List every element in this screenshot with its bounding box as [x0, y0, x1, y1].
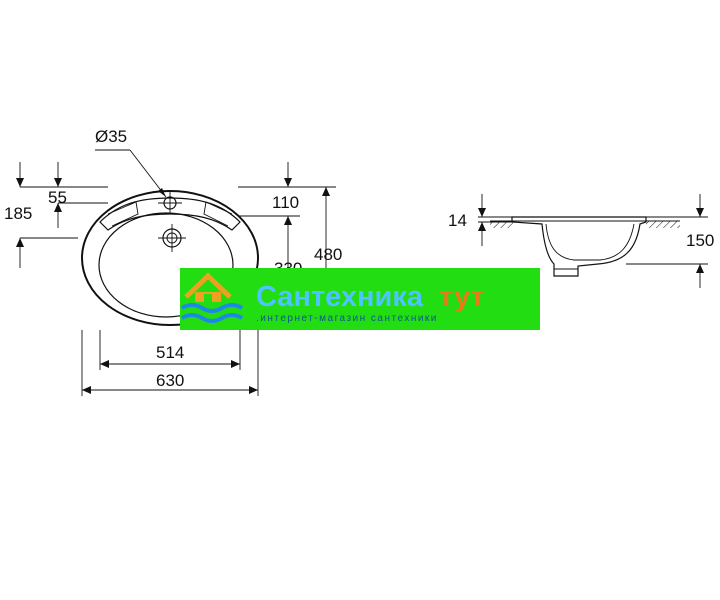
- house-logo-icon: [180, 272, 244, 323]
- label-110: 110: [272, 193, 299, 212]
- deck-right-recess: [203, 201, 233, 227]
- countertop-hatch-right: [646, 221, 680, 228]
- dim-14: 14: [448, 194, 512, 246]
- watermark-background: [180, 268, 540, 330]
- watermark-banner: Сантехника тут .интернет-магазин сантехн…: [180, 268, 540, 330]
- label-185: 185: [4, 204, 32, 223]
- watermark-subtitle: .интернет-магазин сантехники: [256, 313, 438, 324]
- countertop-hatch-left: [490, 221, 514, 228]
- label-514: 514: [156, 343, 184, 362]
- watermark-title-main: Сантехника: [256, 281, 424, 313]
- dim-bottom-horizontal: 514 630: [81, 330, 259, 396]
- label-480: 480: [314, 245, 342, 264]
- dim-hole-diameter: Ø35: [95, 127, 167, 198]
- basin-outer-rim: [81, 190, 259, 326]
- label-14: 14: [448, 211, 467, 230]
- label-630: 630: [156, 371, 184, 390]
- basin-inner-bowl: [98, 212, 234, 318]
- basin-profile: [511, 216, 647, 277]
- label-150: 150: [686, 231, 714, 250]
- label-55: 55: [48, 188, 67, 207]
- watermark-title: Сантехника тут: [256, 281, 485, 313]
- basin-inner-profile: [545, 223, 635, 261]
- label-hole-diameter: Ø35: [95, 127, 127, 146]
- dim-150: 150: [626, 194, 714, 288]
- dim-left-vertical: 55 185: [4, 162, 108, 268]
- top-view: [81, 190, 259, 326]
- tap-deck: [99, 197, 241, 231]
- watermark-title-accent: тут: [439, 281, 485, 313]
- side-section-view: [490, 216, 680, 277]
- deck-left-recess: [107, 201, 139, 227]
